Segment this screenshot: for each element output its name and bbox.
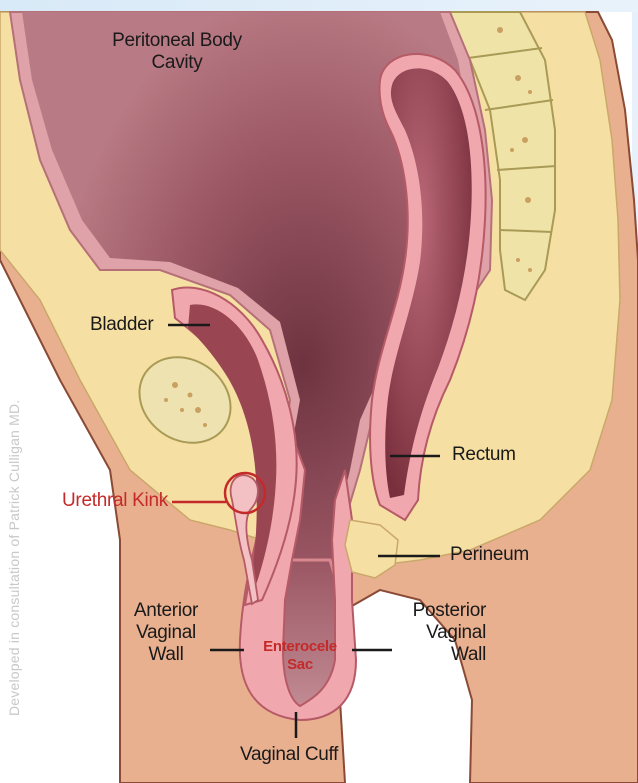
- peritoneal-cavity-label: Peritoneal Body Cavity: [102, 30, 252, 74]
- urethral-kink-label: Urethral Kink: [62, 490, 168, 512]
- anterior-wall-line3: Wall: [122, 644, 210, 666]
- posterior-wall-line1: Posterior: [386, 600, 486, 622]
- posterior-wall-line3: Wall: [386, 644, 486, 666]
- rectum-label: Rectum: [452, 444, 516, 466]
- posterior-wall-line2: Vaginal: [386, 622, 486, 644]
- bladder-label: Bladder: [90, 314, 153, 336]
- credit-watermark: Developed in consultation of Patrick Cul…: [6, 400, 22, 716]
- anterior-vaginal-wall-label: Anterior Vaginal Wall: [122, 600, 210, 666]
- anterior-wall-line1: Anterior: [122, 600, 210, 622]
- anterior-wall-line2: Vaginal: [122, 622, 210, 644]
- posterior-vaginal-wall-label: Posterior Vaginal Wall: [386, 600, 486, 666]
- enterocele-sac-line2: Sac: [255, 656, 345, 674]
- perineum-label: Perineum: [450, 544, 529, 566]
- peritoneal-cavity-label-line2: Cavity: [102, 52, 252, 74]
- enterocele-sac-line1: Enterocele: [255, 638, 345, 656]
- peritoneal-cavity-label-line1: Peritoneal Body: [102, 30, 252, 52]
- enterocele-sac-label: Enterocele Sac: [255, 638, 345, 674]
- vaginal-cuff-label: Vaginal Cuff: [240, 744, 338, 766]
